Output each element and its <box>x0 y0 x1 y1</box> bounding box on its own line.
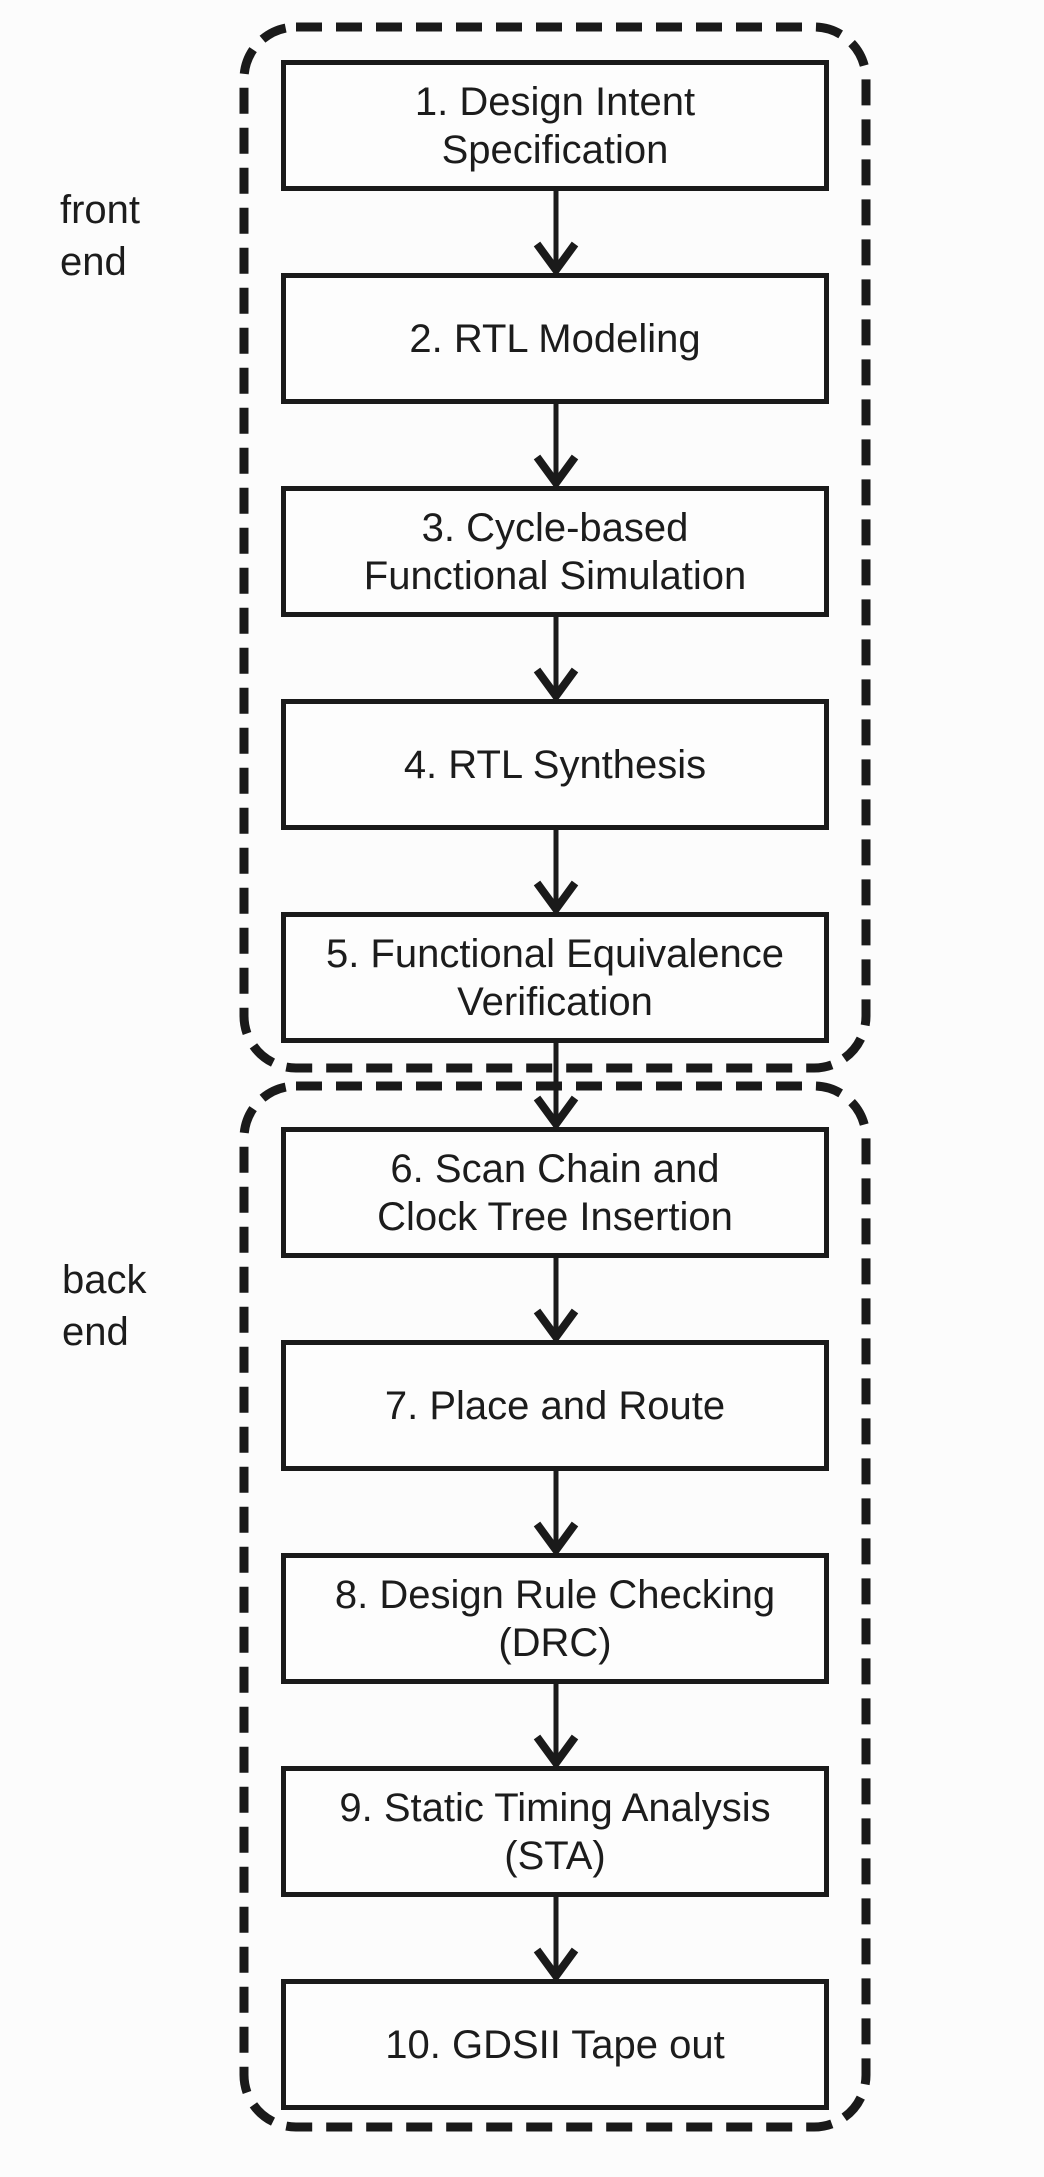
flow-arrow-9-10 <box>533 1897 579 1983</box>
step-box-rtl-modeling: 2. RTL Modeling <box>281 273 829 404</box>
flow-arrow-5-6 <box>533 1043 579 1131</box>
flow-arrow-1-2 <box>533 191 579 277</box>
step-label: 1. Design Intent Specification <box>414 79 696 172</box>
flow-arrow-3-4 <box>533 617 579 703</box>
step-box-functional-equivalence-verification: 5. Functional Equivalence Verification <box>281 912 829 1043</box>
step-label: 7. Place and Route <box>384 1383 726 1428</box>
step-box-static-timing-analysis: 9. Static Timing Analysis (STA) <box>281 1766 829 1897</box>
flow-arrow-8-9 <box>533 1684 579 1770</box>
step-box-design-intent-specification: 1. Design Intent Specification <box>281 60 829 191</box>
flow-arrow-4-5 <box>533 830 579 916</box>
step-box-design-rule-checking: 8. Design Rule Checking (DRC) <box>281 1553 829 1684</box>
step-label: 3. Cycle-based Functional Simulation <box>363 505 747 598</box>
step-label: 6. Scan Chain and Clock Tree Insertion <box>377 1146 733 1239</box>
step-label: 4. RTL Synthesis <box>403 742 707 787</box>
step-box-scan-chain-clock-tree-insertion: 6. Scan Chain and Clock Tree Insertion <box>281 1127 829 1258</box>
flow-arrow-7-8 <box>533 1471 579 1557</box>
back-end-label: back end <box>62 1258 147 1354</box>
step-label: 5. Functional Equivalence Verification <box>325 931 785 1024</box>
step-label: 9. Static Timing Analysis (STA) <box>339 1785 771 1878</box>
front-end-label: front end <box>60 188 141 284</box>
step-box-cycle-based-functional-simulation: 3. Cycle-based Functional Simulation <box>281 486 829 617</box>
flow-arrow-2-3 <box>533 404 579 490</box>
step-box-rtl-synthesis: 4. RTL Synthesis <box>281 699 829 830</box>
step-label: 8. Design Rule Checking (DRC) <box>334 1572 776 1665</box>
step-label: 10. GDSII Tape out <box>385 2022 725 2067</box>
step-box-place-and-route: 7. Place and Route <box>281 1340 829 1471</box>
step-label: 2. RTL Modeling <box>409 316 701 361</box>
front-end-group-border <box>239 22 871 1073</box>
flow-arrow-6-7 <box>533 1258 579 1344</box>
step-box-gdsii-tape-out: 10. GDSII Tape out <box>281 1979 829 2110</box>
